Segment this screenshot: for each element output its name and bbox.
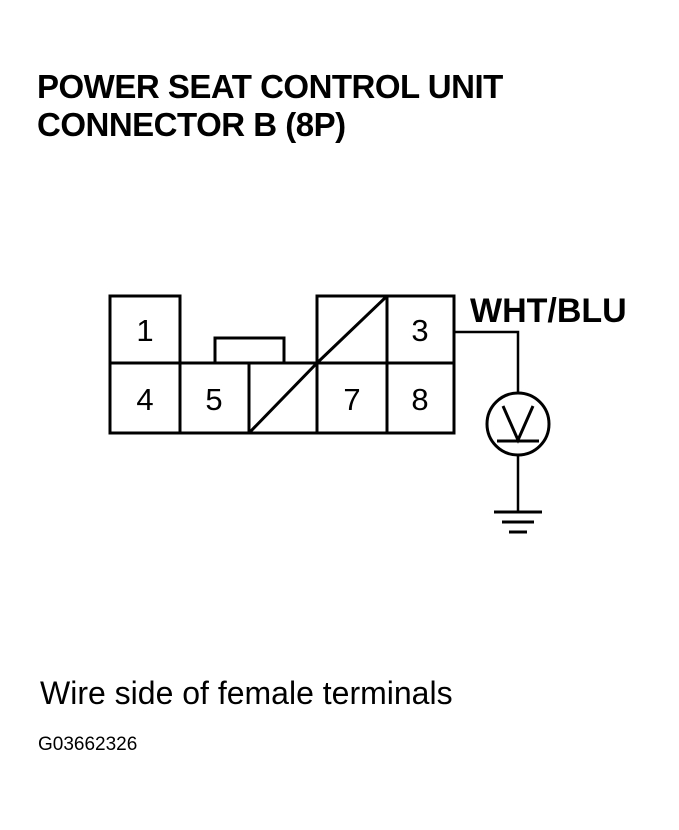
pin-label-7: 7 (343, 382, 360, 417)
wire-color-label: WHT/BLU (470, 292, 627, 330)
diagram-title-line-2: CONNECTOR B (8P) (37, 106, 346, 143)
pin-label-4: 4 (136, 382, 153, 417)
diagram-caption: Wire side of female terminals (40, 675, 453, 711)
cavity-8 (385, 361, 456, 435)
voltmeter-icon (485, 391, 551, 457)
ground-icon (494, 510, 542, 534)
figure-id: G03662326 (38, 734, 138, 755)
empty-cavity-slash-bottom (247, 361, 319, 435)
locking-tab (213, 336, 286, 365)
connector-outline (108, 294, 456, 435)
pin-label-1: 1 (136, 313, 153, 348)
empty-cavity-slash-top (315, 294, 389, 365)
pin-label-3: 3 (411, 313, 428, 348)
probe-wire (454, 330, 520, 393)
diagram-title-line-1: POWER SEAT CONTROL UNIT (37, 68, 503, 105)
pin-label-8: 8 (411, 382, 428, 417)
pin-label-5: 5 (205, 382, 222, 417)
